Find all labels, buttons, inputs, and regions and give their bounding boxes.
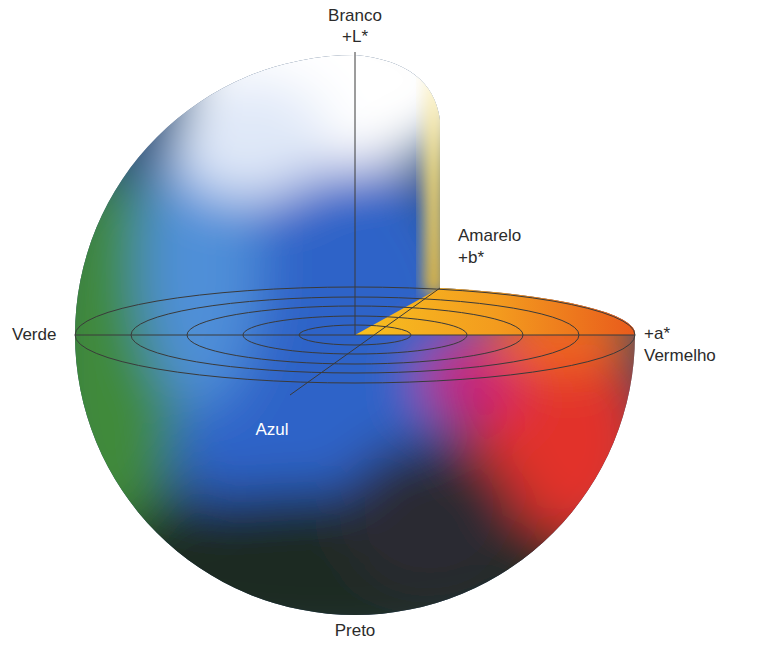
axis-pole-label: Azul xyxy=(255,420,288,440)
sphere-body xyxy=(40,0,660,645)
axis-label: +b* xyxy=(458,248,484,268)
axis-pole-label: Verde xyxy=(12,325,56,345)
axis-grid xyxy=(75,52,635,395)
axis-pole-label: Amarelo xyxy=(458,226,521,246)
axis-label: +a* xyxy=(644,324,670,344)
axis-pole-label: Preto xyxy=(335,621,376,641)
axis-label: +L* xyxy=(342,27,368,47)
cut-face xyxy=(355,280,645,340)
axis-pole-label: Branco xyxy=(328,6,382,26)
axis-pole-label: Vermelho xyxy=(644,346,716,366)
